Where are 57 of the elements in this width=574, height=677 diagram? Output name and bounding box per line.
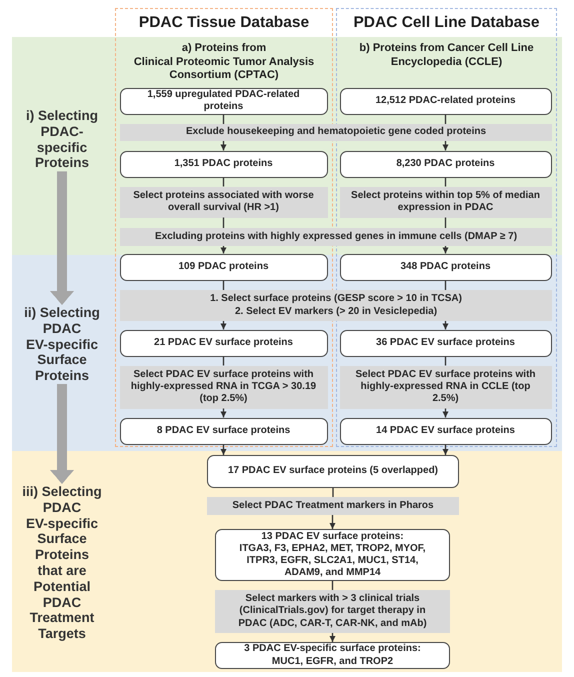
protein-count-box: 13 PDAC EV surface proteins: ITGA3, F3, EPHA2, MET, TROP2, MYOF, ITPR3, EGFR, SLC2A1, MUC1, ST14, ADAM9, and MMP14 [215, 529, 450, 581]
connector-line [444, 178, 446, 186]
step-text: 1. Select surface proteins (GESP score > 10 in TCSA) [210, 293, 462, 306]
protein-count-box: 3 PDAC EV-specific surface proteins: MUC1, EGFR, and TROP2 [215, 642, 450, 669]
arrow [220, 321, 226, 330]
protein-count-box: 12,512 PDAC-related proteins [340, 88, 552, 114]
connector-line [444, 356, 446, 366]
arrow [442, 408, 448, 418]
arrow [330, 633, 336, 642]
arrow [220, 246, 226, 254]
arrow [442, 321, 448, 330]
filter-step-bar: Exclude housekeeping and hematopoietic gene coded proteins [120, 124, 552, 141]
filter-step-bar: Select PDAC EV surface proteins with highly-expressed RNA in TCGA > 30.19 (top 2.5%) [120, 366, 328, 408]
column-title: PDAC Cell Line Database [353, 14, 540, 32]
protein-count-box: 1,351 PDAC proteins [120, 150, 328, 178]
stage-arrow [50, 384, 74, 484]
source-heading: a) Proteins from Clinical Proteomic Tumor Analysis Consortium (CPTAC) [134, 42, 314, 83]
arrow [442, 444, 448, 455]
protein-count-box: 1,559 upregulated PDAC-related proteins [120, 88, 328, 114]
protein-count-box: 14 PDAC EV surface proteins [340, 418, 552, 444]
connector-line [222, 356, 224, 366]
filter-step-bar: Select markers with > 3 clinical trials (ClinicalTrials.gov) for target therapy in PDAC (ADC, CAR-T, CAR-NK, and mAb) [215, 590, 450, 633]
connector-line [444, 114, 446, 124]
filter-step-bar: Excluding proteins with highly expressed genes in immune cells (DMAP ≥ 7) [120, 228, 552, 246]
filter-step-bar: Select PDAC EV surface proteins with highly-expressed RNA in CCLE (top 2.5%) [340, 366, 552, 408]
connector-line [222, 280, 224, 290]
connector-line [222, 218, 224, 228]
column-title: PDAC Tissue Database [138, 14, 310, 32]
protein-count-box: 8 PDAC EV surface proteins [120, 418, 328, 444]
stage-label: ii) Selecting PDAC EV-specific Surface Proteins [18, 305, 106, 384]
protein-count-box: 17 PDAC EV surface proteins (5 overlapped) [207, 455, 459, 488]
connector-line [444, 280, 446, 290]
arrow [220, 408, 226, 418]
protein-count-box: 348 PDAC proteins [340, 254, 552, 280]
source-heading: b) Proteins from Cancer Cell Line Encyclopedia (CCLE) [359, 42, 534, 70]
filter-step-bar: Select PDAC Treatment markers in Pharos [207, 497, 459, 515]
stage-arrow [50, 171, 74, 305]
stage-label: iii) Selecting PDAC EV-specific Surface Proteins that are Potential PDAC Treatment Targets [18, 484, 106, 642]
filter-step-bar: Select proteins associated with worse overall survival (HR >1) [120, 186, 328, 218]
step-text: 2. Select EV markers (> 20 in Vesiclepedia) [234, 306, 438, 318]
protein-count-box: 36 PDAC EV surface proteins [340, 330, 552, 356]
protein-count-box: 21 PDAC EV surface proteins [120, 330, 328, 356]
arrow [220, 141, 226, 150]
arrow [330, 515, 336, 529]
stage-label: i) Selecting PDAC-specific Proteins [18, 108, 106, 172]
connector-line [444, 218, 446, 228]
connector-line [332, 488, 334, 497]
arrow [442, 141, 448, 150]
connector-line [222, 178, 224, 186]
connector-line [332, 581, 334, 590]
arrow [442, 246, 448, 254]
protein-count-box: 8,230 PDAC proteins [340, 150, 552, 178]
filter-step-bar [120, 290, 552, 321]
arrow [220, 444, 226, 455]
connector-line [222, 114, 224, 124]
protein-count-box: 109 PDAC proteins [120, 254, 328, 280]
filter-step-bar: Select proteins within top 5% of median expression in PDAC [340, 186, 552, 218]
